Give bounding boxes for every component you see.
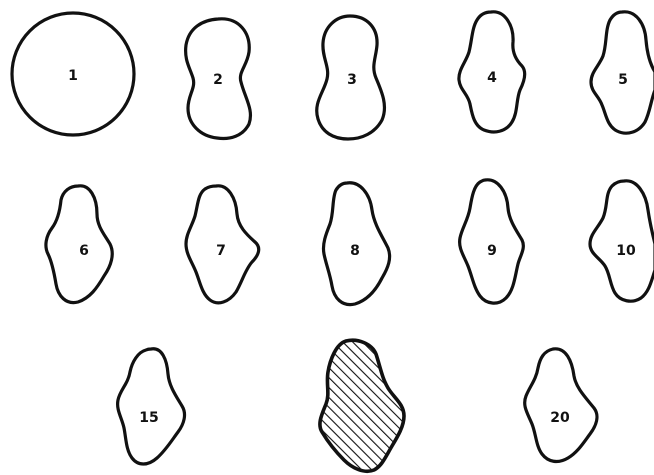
shape-8: 8 bbox=[323, 183, 389, 305]
shape-20-outline bbox=[525, 349, 597, 462]
shape-9-label: 9 bbox=[487, 243, 497, 259]
shape-8-label: 8 bbox=[350, 243, 360, 259]
shape-20: 20 bbox=[525, 349, 597, 462]
shape-6: 6 bbox=[46, 186, 112, 303]
shape-15-label: 15 bbox=[139, 410, 158, 426]
shape-3-label: 3 bbox=[347, 72, 357, 88]
shape-hatched-outline bbox=[320, 340, 404, 471]
shape-15-outline bbox=[118, 349, 185, 464]
shape-2: 2 bbox=[186, 19, 251, 139]
shape-5-label: 5 bbox=[618, 72, 628, 88]
shape-7: 7 bbox=[186, 186, 259, 303]
shape-1: 1 bbox=[12, 13, 134, 135]
shape-20-label: 20 bbox=[550, 410, 570, 426]
shape-10: 10 bbox=[590, 181, 654, 301]
shape-15: 15 bbox=[118, 349, 185, 464]
shape-10-label: 10 bbox=[616, 243, 636, 259]
shape-9: 9 bbox=[460, 180, 524, 303]
shape-9-outline bbox=[460, 180, 524, 303]
shape-6-label: 6 bbox=[79, 243, 89, 259]
shape-2-label: 2 bbox=[213, 72, 223, 88]
shape-3: 3 bbox=[317, 16, 385, 139]
shape-7-label: 7 bbox=[216, 243, 226, 259]
shape-4-label: 4 bbox=[487, 70, 497, 86]
shape-10-outline bbox=[590, 181, 654, 301]
shape-5: 5 bbox=[591, 12, 654, 133]
shape-4: 4 bbox=[459, 12, 525, 132]
shape-1-label: 1 bbox=[68, 68, 78, 84]
shape-hatched bbox=[320, 340, 404, 471]
